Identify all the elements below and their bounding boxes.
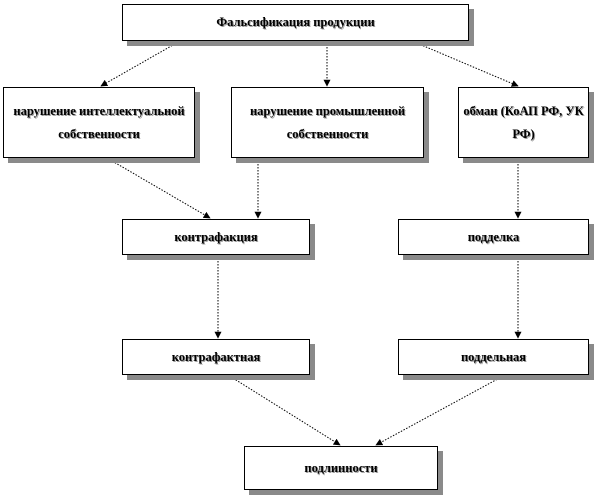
- box-label: нарушение промышленной собственности: [249, 103, 406, 141]
- arrow-ip-to-kf: [106, 157, 211, 219]
- box-authenticity: подлинности: [244, 446, 438, 490]
- box-label: Фальсификация продукции: [216, 15, 375, 29]
- box-label: подлинности: [304, 460, 378, 475]
- box-forged: поддельная: [398, 339, 589, 375]
- arrow-top-to-ip: [100, 40, 181, 87]
- box-label: контрафактная: [171, 349, 261, 364]
- box-industrial-property-violation: нарушение промышленной собственности: [231, 87, 424, 158]
- box-label: нарушение интеллектуальной собственности: [13, 103, 185, 141]
- box-label: контрафакция: [174, 229, 258, 244]
- arrow-pdn-to-bot: [375, 374, 506, 446]
- arrow-kfn-to-bot: [227, 374, 341, 446]
- box-product-falsification: Фальсификация продукции: [122, 4, 469, 41]
- box-label: обман (КоАП РФ, УК РФ): [463, 103, 584, 141]
- box-label: подделка: [467, 229, 520, 244]
- box-counterfeit: контрафактная: [122, 339, 310, 375]
- box-fraud: обман (КоАП РФ, УК РФ): [458, 87, 589, 158]
- box-label: поддельная: [460, 349, 527, 364]
- box-forgery: подделка: [398, 219, 589, 255]
- arrow-top-to-obm: [411, 40, 519, 87]
- box-ip-violation: нарушение интеллектуальной собственности: [3, 87, 195, 158]
- box-counterfeiting: контрафакция: [122, 219, 310, 255]
